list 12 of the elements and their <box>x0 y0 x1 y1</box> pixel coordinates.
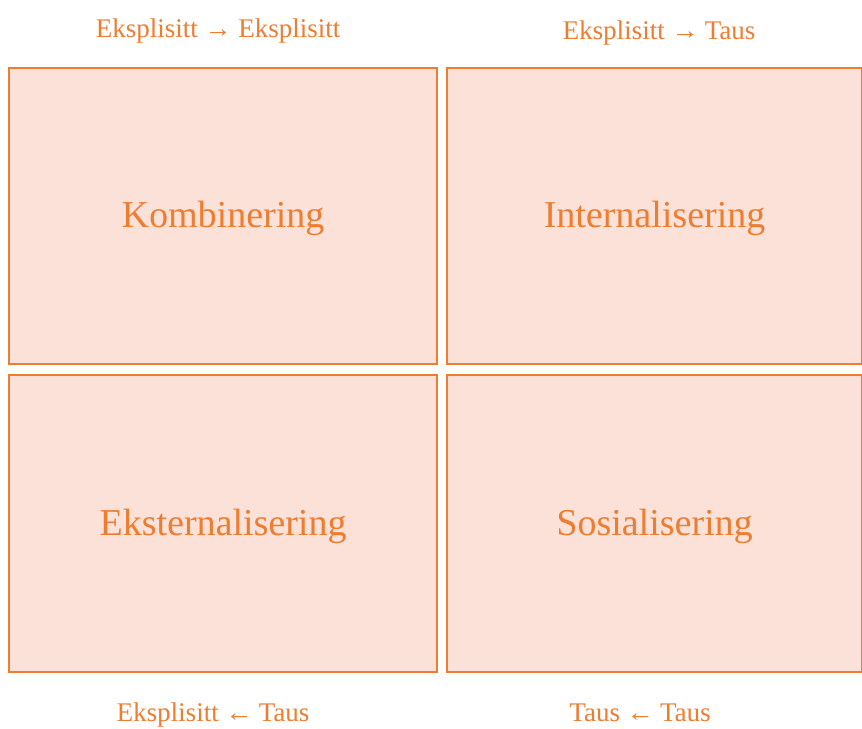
axis-label: Eksplisitt ← Taus <box>116 698 310 728</box>
quadrant-box <box>8 67 438 365</box>
axis-label: Eksplisitt → Eksplisitt <box>96 14 340 44</box>
quadrant-title: Internalisering <box>544 195 766 237</box>
quadrant-box <box>446 67 862 365</box>
axis-label: Eksplisitt → Taus <box>562 16 756 46</box>
axis-label: Taus ← Taus <box>569 698 711 728</box>
quadrant-title: Eksternalisering <box>100 502 346 544</box>
quadrant-title: Kombinering <box>122 195 324 237</box>
quadrant-box <box>8 374 438 673</box>
quadrant-box <box>446 374 862 673</box>
quadrant-title: Sosialisering <box>556 502 753 544</box>
